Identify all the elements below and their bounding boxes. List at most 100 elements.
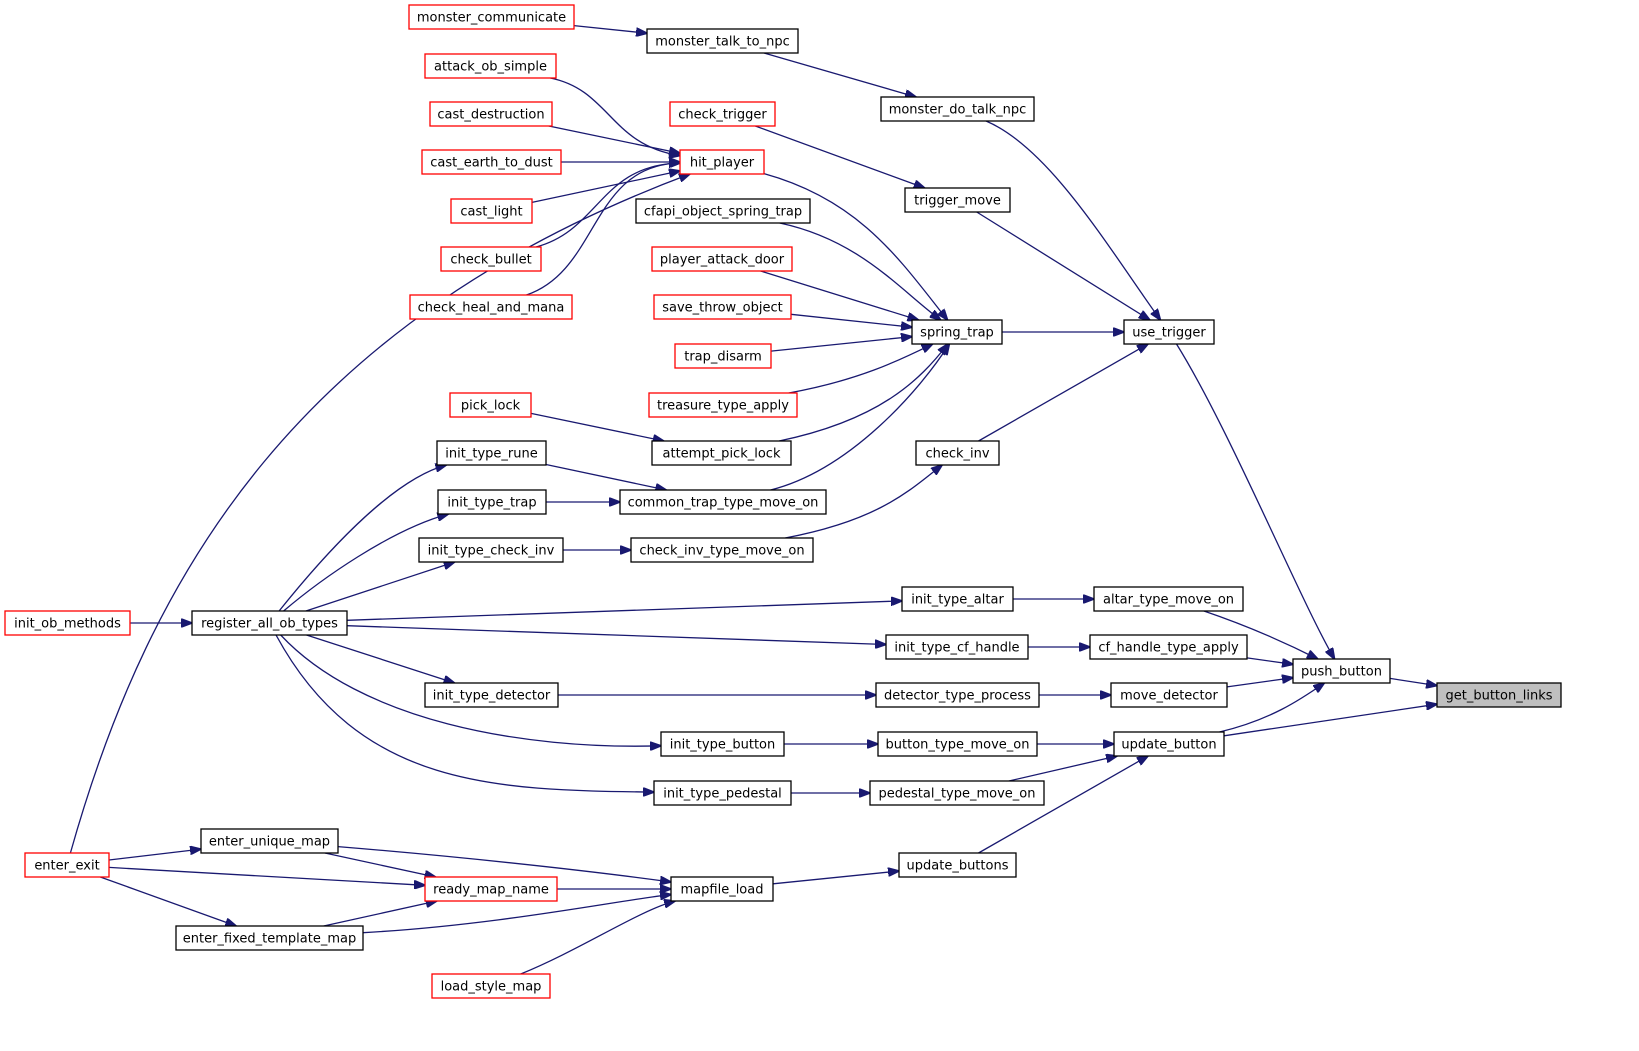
edge-common_trap_type_move_on-to-spring_trap	[770, 344, 950, 491]
edge-monster_communicate-to-monster_talk_to_npc	[573, 24, 647, 34]
node-init_type_detector[interactable]: init_type_detector	[424, 682, 559, 708]
node-box	[651, 246, 793, 272]
node-enter_fixed_template_map[interactable]: enter_fixed_template_map	[175, 925, 364, 951]
node-box	[408, 4, 575, 30]
node-box	[674, 343, 772, 369]
node-box	[409, 294, 573, 320]
node-box	[1113, 731, 1225, 757]
node-box	[915, 440, 1000, 466]
node-cf_handle_type_apply[interactable]: cf_handle_type_apply	[1089, 634, 1248, 660]
node-cast_earth_to_dust[interactable]: cast_earth_to_dust	[421, 149, 562, 175]
node-common_trap_type_move_on[interactable]: common_trap_type_move_on	[619, 489, 827, 515]
node-cfapi_object_spring_trap[interactable]: cfapi_object_spring_trap	[635, 198, 811, 224]
edge-pick_lock-to-attempt_pick_lock	[530, 412, 664, 441]
node-attempt_pick_lock[interactable]: attempt_pick_lock	[651, 440, 792, 466]
node-ready_map_name[interactable]: ready_map_name	[424, 876, 558, 902]
node-label: cast_light	[460, 205, 522, 220]
node-treasure_type_apply[interactable]: treasure_type_apply	[648, 392, 798, 418]
node-label: register_all_ob_types	[201, 617, 338, 632]
node-label: init_type_cf_handle	[894, 641, 1019, 656]
node-save_throw_object[interactable]: save_throw_object	[653, 294, 792, 320]
edge-attack_ob_simple-to-hit_player	[550, 77, 680, 156]
node-label: init_type_check_inv	[428, 544, 555, 559]
node-enter_unique_map[interactable]: enter_unique_map	[200, 828, 339, 854]
node-box	[898, 852, 1017, 878]
edge-load_style_map-to-mapfile_load	[520, 901, 675, 975]
node-init_type_trap[interactable]: init_type_trap	[437, 489, 547, 515]
node-enter_exit[interactable]: enter_exit	[24, 852, 110, 878]
node-register_all_ob_types[interactable]: register_all_ob_types	[191, 610, 348, 636]
edge-register_all_ob_types-to-init_type_cf_handle	[346, 625, 886, 645]
node-box	[875, 682, 1040, 708]
node-player_attack_door[interactable]: player_attack_door	[651, 246, 793, 272]
node-label: check_inv	[925, 447, 989, 462]
node-check_inv[interactable]: check_inv	[915, 440, 1000, 466]
node-init_type_pedestal[interactable]: init_type_pedestal	[653, 780, 792, 806]
node-update_button[interactable]: update_button	[1113, 731, 1225, 757]
node-use_trigger[interactable]: use_trigger	[1123, 319, 1215, 345]
node-cast_light[interactable]: cast_light	[450, 198, 533, 224]
node-label: button_type_move_on	[886, 738, 1030, 753]
node-label: altar_type_move_on	[1103, 593, 1234, 608]
node-box	[651, 440, 792, 466]
node-box	[646, 28, 799, 54]
node-monster_communicate[interactable]: monster_communicate	[408, 4, 575, 30]
edge-enter_fixed_template_map-to-mapfile_load	[362, 895, 671, 934]
node-altar_type_move_on[interactable]: altar_type_move_on	[1093, 586, 1244, 612]
edge-register_all_ob_types-to-init_type_altar	[346, 601, 902, 621]
node-box	[679, 149, 765, 175]
node-init_ob_methods[interactable]: init_ob_methods	[4, 610, 131, 636]
node-box	[648, 392, 798, 418]
node-mapfile_load[interactable]: mapfile_load	[670, 876, 774, 902]
node-label: hit_player	[690, 156, 755, 171]
node-label: cast_destruction	[437, 108, 544, 123]
node-hit_player[interactable]: hit_player	[679, 149, 765, 175]
node-trap_disarm[interactable]: trap_disarm	[674, 343, 772, 369]
node-button_type_move_on[interactable]: button_type_move_on	[877, 731, 1038, 757]
node-monster_talk_to_npc[interactable]: monster_talk_to_npc	[646, 28, 799, 54]
node-pick_lock[interactable]: pick_lock	[449, 392, 532, 418]
edge-attempt_pick_lock-to-spring_trap	[778, 344, 948, 442]
node-update_buttons[interactable]: update_buttons	[898, 852, 1017, 878]
node-move_detector[interactable]: move_detector	[1110, 682, 1228, 708]
node-cast_destruction[interactable]: cast_destruction	[429, 101, 553, 127]
edge-pedestal_type_move_on-to-update_button	[1008, 756, 1117, 782]
node-label: attempt_pick_lock	[663, 447, 781, 462]
edge-monster_do_talk_npc-to-use_trigger	[985, 120, 1160, 320]
node-box	[653, 780, 792, 806]
node-init_type_cf_handle[interactable]: init_type_cf_handle	[885, 634, 1029, 660]
edge-save_throw_object-to-spring_trap	[790, 313, 912, 327]
node-box	[440, 246, 542, 272]
node-init_type_altar[interactable]: init_type_altar	[901, 586, 1014, 612]
node-detector_type_process[interactable]: detector_type_process	[875, 682, 1040, 708]
node-init_type_rune[interactable]: init_type_rune	[436, 440, 547, 466]
edge-update_button-to-get_button_links	[1223, 704, 1437, 737]
node-pedestal_type_move_on[interactable]: pedestal_type_move_on	[869, 780, 1045, 806]
edge-enter_exit-to-ready_map_name	[108, 866, 425, 885]
node-init_type_check_inv[interactable]: init_type_check_inv	[418, 537, 564, 563]
node-box	[1093, 586, 1244, 612]
node-load_style_map[interactable]: load_style_map	[431, 973, 551, 999]
node-box	[869, 780, 1045, 806]
node-attack_ob_simple[interactable]: attack_ob_simple	[424, 53, 557, 79]
node-check_trigger[interactable]: check_trigger	[669, 101, 776, 127]
node-box	[449, 392, 532, 418]
node-label: check_heal_and_mana	[418, 301, 565, 316]
edge-register_all_ob_types-to-init_type_trap	[283, 514, 449, 612]
node-box	[630, 537, 814, 563]
node-box	[191, 610, 348, 636]
edge-move_detector-to-push_button	[1226, 678, 1293, 688]
node-check_heal_and_mana[interactable]: check_heal_and_mana	[409, 294, 573, 320]
edge-register_all_ob_types-to-init_type_pedestal	[275, 634, 654, 792]
node-check_bullet[interactable]: check_bullet	[440, 246, 542, 272]
node-label: cf_handle_type_apply	[1098, 641, 1239, 656]
node-push_button[interactable]: push_button	[1292, 658, 1391, 684]
node-init_type_button[interactable]: init_type_button	[660, 731, 785, 757]
node-box	[200, 828, 339, 854]
node-check_inv_type_move_on[interactable]: check_inv_type_move_on	[630, 537, 814, 563]
edge-register_all_ob_types-to-init_type_button	[280, 634, 661, 746]
node-trigger_move[interactable]: trigger_move	[904, 187, 1011, 213]
node-monster_do_talk_npc[interactable]: monster_do_talk_npc	[880, 96, 1035, 122]
node-spring_trap[interactable]: spring_trap	[911, 319, 1003, 345]
node-box	[418, 537, 564, 563]
